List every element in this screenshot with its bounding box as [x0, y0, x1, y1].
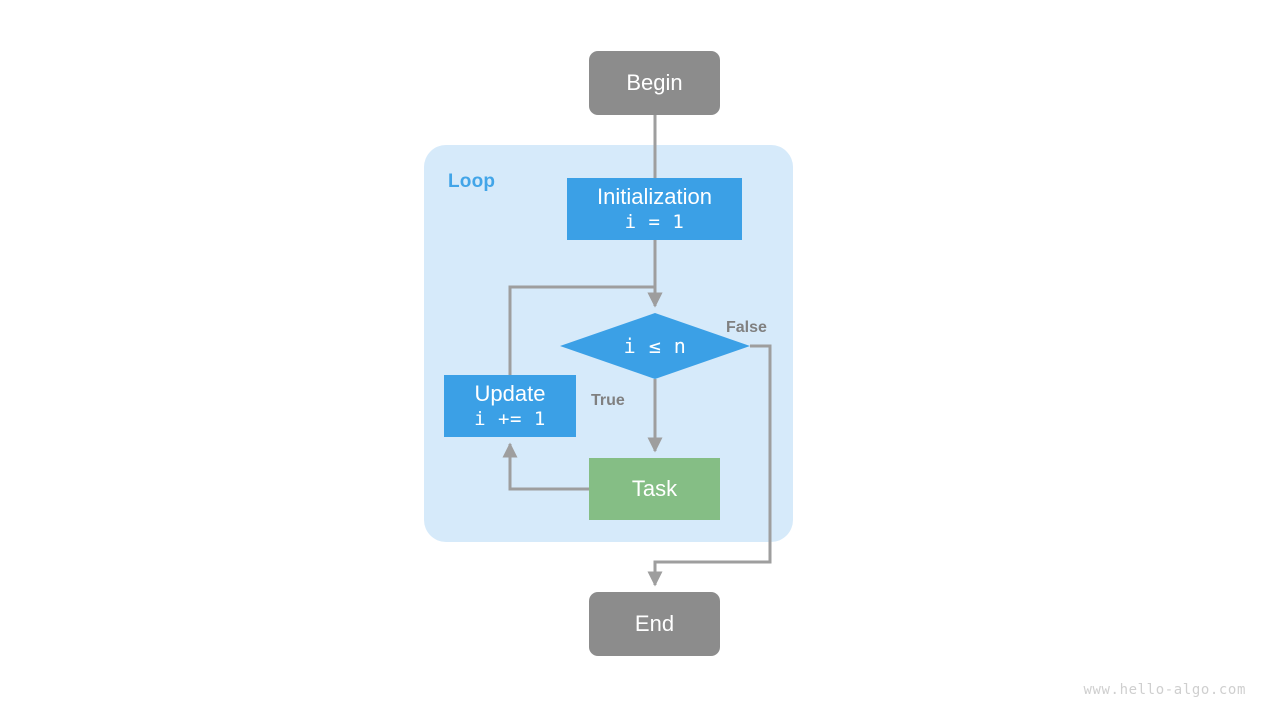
loop-container-label: Loop — [448, 171, 496, 192]
node-end[interactable]: End — [589, 592, 720, 656]
node-update[interactable]: Update i += 1 — [444, 375, 576, 437]
node-initialization-expression: i = 1 — [624, 210, 685, 233]
edge-update-to-decision — [508, 285, 663, 375]
node-update-expression: i += 1 — [474, 407, 546, 430]
node-initialization-label: Initialization — [597, 184, 712, 210]
node-task-label: Task — [631, 475, 678, 501]
edge-label-true: True — [591, 392, 625, 409]
watermark: www.hello-algo.com — [1083, 682, 1246, 698]
edge-label-false: False — [726, 319, 767, 336]
node-end-label: End — [634, 610, 675, 636]
node-task[interactable]: Task — [589, 458, 720, 520]
node-update-label: Update — [474, 381, 546, 407]
node-decision-label: i ≤ n — [623, 334, 687, 358]
node-initialization[interactable]: Initialization i = 1 — [567, 178, 742, 240]
edge-decision-to-end — [647, 344, 772, 587]
node-decision[interactable]: i ≤ n — [560, 313, 750, 379]
node-begin[interactable]: Begin — [589, 51, 720, 115]
node-begin-label: Begin — [626, 69, 683, 95]
edge-task-to-update — [502, 442, 589, 491]
